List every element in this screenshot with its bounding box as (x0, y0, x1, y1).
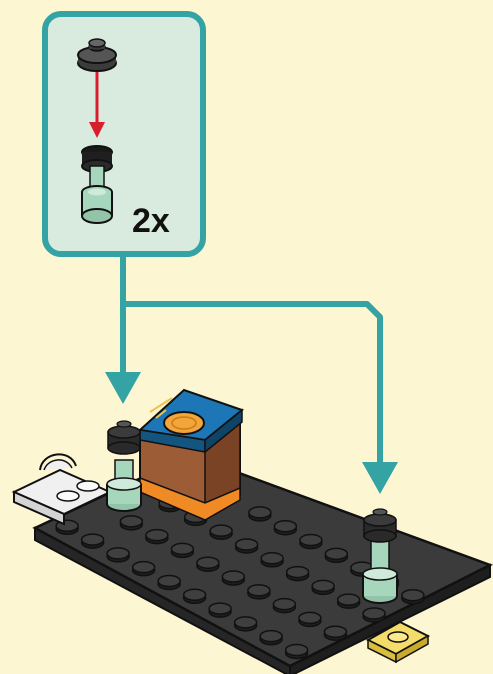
baseplate-stud (146, 530, 168, 544)
parts-callout: 2x (45, 14, 203, 254)
baseplate-stud (158, 575, 180, 589)
baseplate-stud (236, 539, 258, 553)
baseplate-stud (261, 553, 283, 567)
baseplate-stud (210, 525, 232, 539)
baseplate-stud (338, 594, 360, 608)
baseplate-stud (363, 608, 385, 622)
assembled-post-left (107, 421, 141, 511)
baseplate-stud (235, 617, 257, 631)
quantity-label: 2x (132, 202, 170, 240)
baseplate-stud (82, 534, 104, 548)
baseplate-stud (273, 599, 295, 613)
baseplate-stud (197, 557, 219, 571)
baseplate-stud (249, 507, 271, 521)
baseplate-stud (107, 548, 129, 562)
baseplate-stud (312, 580, 334, 594)
baseplate-stud (299, 612, 321, 626)
baseplate-stud (171, 543, 193, 557)
baseplate-stud (402, 590, 424, 604)
connector-arrowhead-right (362, 462, 398, 494)
baseplate-stud (133, 562, 155, 576)
baseplate-stud (300, 535, 322, 549)
baseplate-stud (324, 626, 346, 640)
baseplate-stud (274, 521, 296, 535)
baseplate-stud (184, 589, 206, 603)
coin-icon (164, 412, 204, 434)
baseplate-stud (286, 644, 308, 658)
baseplate-stud (325, 548, 347, 562)
connector-arrowhead-left (105, 372, 141, 404)
baseplate-stud (120, 516, 142, 530)
baseplate-stud (260, 631, 282, 645)
baseplate-stud (287, 567, 309, 581)
callout-frame (45, 14, 203, 254)
baseplate-stud (209, 603, 231, 617)
baseplate-stud (222, 571, 244, 585)
baseplate-stud (248, 585, 270, 599)
